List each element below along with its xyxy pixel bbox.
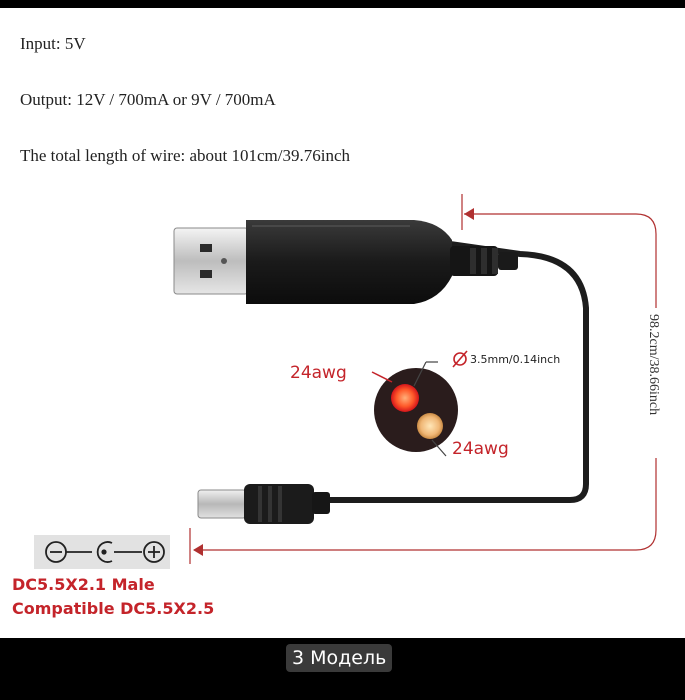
usb-connector [173,227,249,295]
product-image: Input: 5V Output: 12V / 700mA or 9V / 70… [0,8,685,638]
awg-label-left: 24awg [290,363,347,383]
connector-label-compatible: Compatible DC5.5X2.5 [12,599,214,618]
spec-wire-length: The total length of wire: about 101cm/39… [20,146,351,165]
bottom-bar [0,690,685,700]
strain-relief [450,246,518,276]
diameter-icon [452,350,468,368]
usb-body [246,220,452,304]
awg-label-right: 24awg [452,439,509,459]
spec-output: Output: 12V / 700mA or 9V / 700mA [20,90,276,109]
spec-input: Input: 5V [20,34,86,53]
polarity-symbol [34,535,170,569]
dc-plug [197,484,330,524]
cable-length-label: 98.2cm/38.66inch [646,314,661,415]
connector-label-male: DC5.5X2.1 Male [12,575,155,594]
wire-cross-section [371,361,458,457]
diameter-label: 3.5mm/0.14inch [470,353,560,366]
model-caption: 3 Модель [286,644,393,672]
cable-diagram: 24awg 24awg 3.5mm/0.14inch 98.2cm/38.66i… [12,194,668,618]
dimension-line [189,194,668,564]
cable-wire [326,241,589,503]
